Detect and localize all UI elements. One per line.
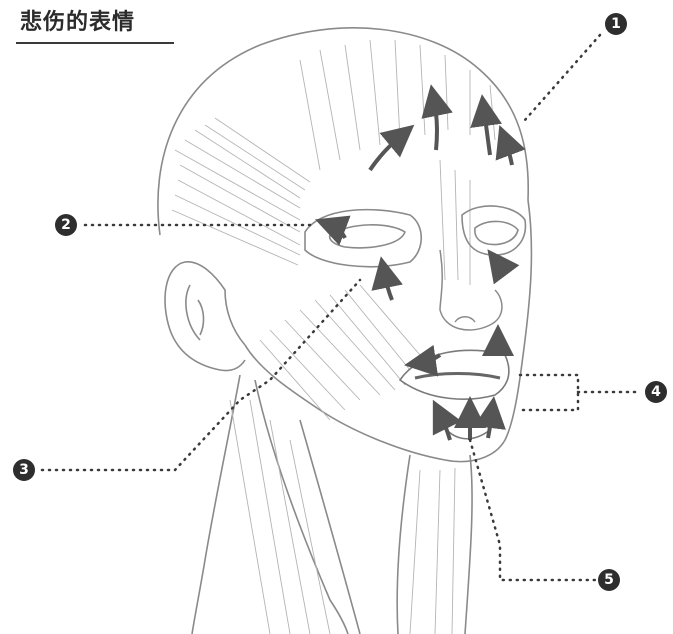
- eye-right: [462, 206, 525, 255]
- callout-badge-1: 1: [605, 13, 627, 35]
- head-outline: [158, 28, 532, 634]
- eye-left: [305, 210, 421, 267]
- movement-arrows: [330, 100, 512, 440]
- callout-badge-3: 3: [13, 459, 35, 481]
- callout-badge-2: 2: [55, 214, 77, 236]
- callout-badge-4: 4: [645, 381, 667, 403]
- muscle-hatching: [172, 40, 495, 634]
- nose: [440, 250, 502, 330]
- mouth: [400, 350, 509, 438]
- callout-badge-5: 5: [598, 569, 620, 591]
